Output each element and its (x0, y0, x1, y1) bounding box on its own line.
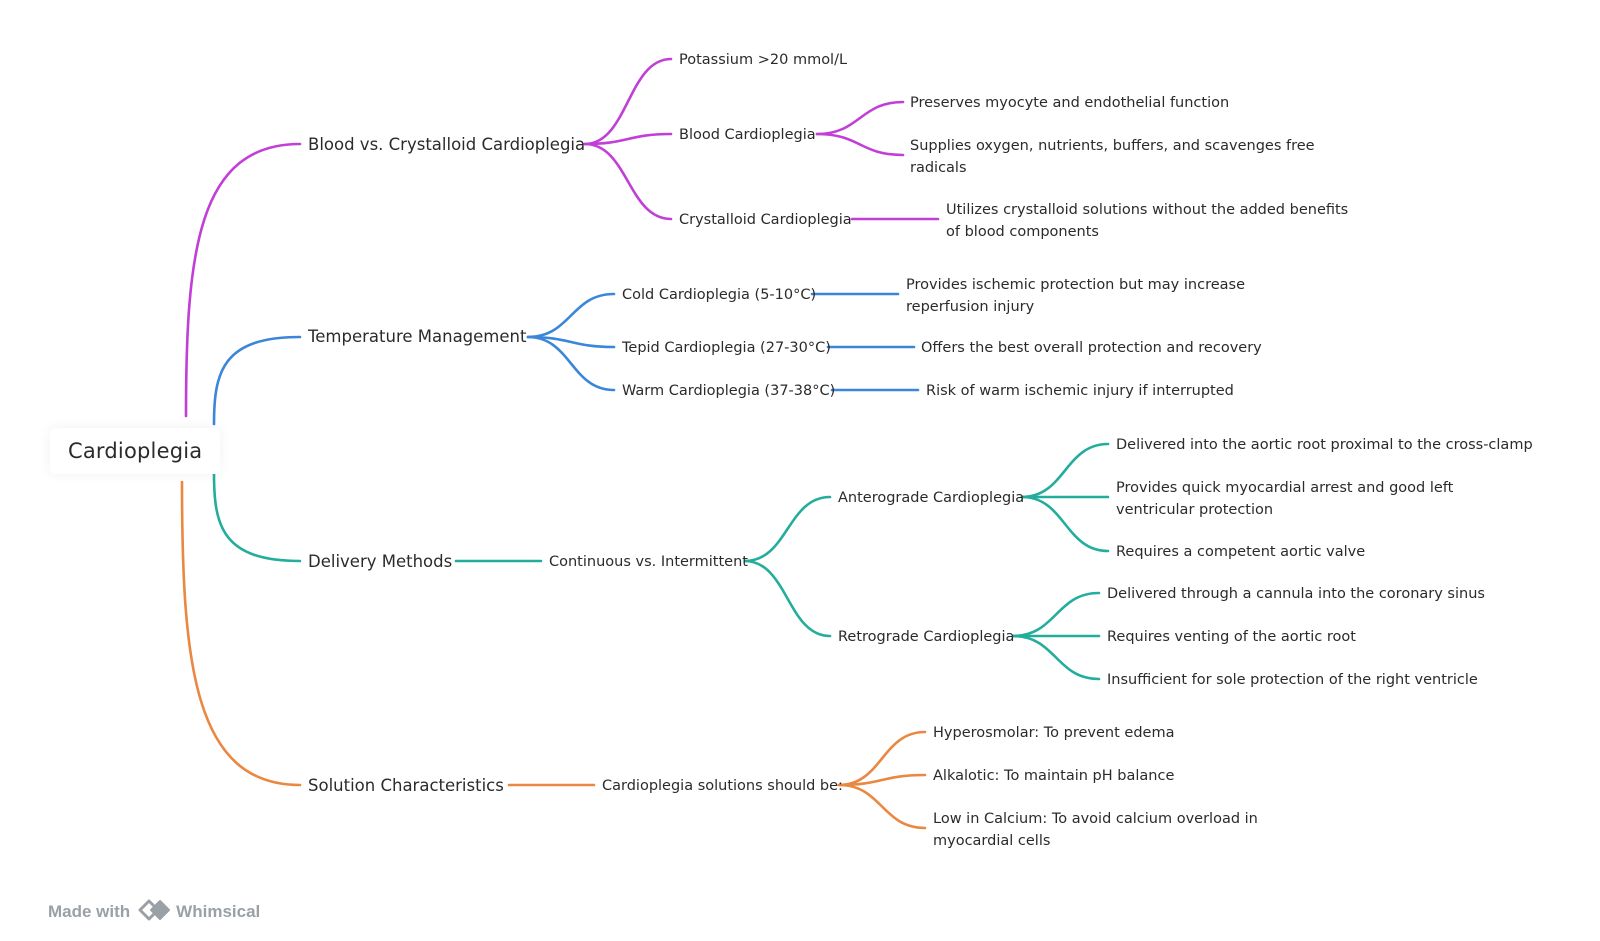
node-label: Continuous vs. Intermittent (549, 554, 748, 570)
leaf-alkalotic[interactable]: Alkalotic: To maintain pH balance (933, 765, 1174, 787)
footer-watermark[interactable]: Made with Whimsical (48, 898, 260, 926)
connector-blood-potassium (583, 57, 673, 146)
branch-blood-vs-crystalloid[interactable]: Blood vs. Crystalloid Cardioplegia (308, 134, 585, 156)
connector-antegrade-leaf3 (1020, 495, 1110, 553)
leaf-label: Offers the best overall protection and r… (921, 340, 1262, 356)
leaf-label: Risk of warm ischemic injury if interrup… (926, 383, 1234, 399)
connector-bloodcp-preserves (815, 100, 905, 136)
connector-temp-cold (526, 292, 616, 339)
branch-label: Temperature Management (308, 327, 527, 346)
node-label: Anterograde Cardioplegia (838, 490, 1025, 506)
footer-made-with: Made with (48, 902, 131, 921)
branch-temperature-management[interactable]: Temperature Management (308, 326, 526, 348)
leaf-hyperosmolar[interactable]: Hyperosmolar: To prevent edema (933, 722, 1174, 744)
leaf-label: Supplies oxygen, nutrients, buffers, and… (910, 138, 1315, 176)
leaf-retrograde-right-ventricle[interactable]: Insufficient for sole protection of the … (1107, 669, 1478, 691)
leaf-preserves-myocyte[interactable]: Preserves myocyte and endothelial functi… (910, 92, 1229, 114)
leaf-label: Delivered through a cannula into the cor… (1107, 586, 1485, 602)
connector-intro-leaf1 (837, 730, 927, 787)
connector-bloodcp-supplies (815, 132, 905, 157)
branch-label: Delivery Methods (308, 552, 453, 571)
node-label: Potassium >20 mmol/L (679, 52, 848, 68)
branch-label: Solution Characteristics (308, 776, 504, 795)
root-node-cardioplegia[interactable]: Cardioplegia (50, 428, 221, 474)
branch-delivery-methods[interactable]: Delivery Methods (308, 551, 452, 573)
leaf-supplies-oxygen[interactable]: Supplies oxygen, nutrients, buffers, and… (910, 135, 1320, 179)
node-retrograde-cardioplegia[interactable]: Retrograde Cardioplegia (838, 626, 1014, 648)
node-blood-cardioplegia[interactable]: Blood Cardioplegia (679, 124, 816, 146)
connector-root-blood (184, 142, 302, 418)
node-solutions-should-be[interactable]: Cardioplegia solutions should be: (602, 775, 843, 797)
leaf-label: Utilizes crystalloid solutions without t… (946, 202, 1349, 240)
root-label: Cardioplegia (68, 439, 203, 463)
connector-root-temperature (212, 335, 302, 426)
leaf-tepid-detail[interactable]: Offers the best overall protection and r… (921, 337, 1262, 359)
leaf-label: Provides quick myocardial arrest and goo… (1116, 480, 1454, 518)
whimsical-logo-icon (138, 898, 172, 927)
connector-temp-warm (526, 335, 616, 392)
node-label: Cardioplegia solutions should be: (602, 778, 843, 794)
connector-mode-retrograde (743, 559, 832, 638)
leaf-label: Preserves myocyte and endothelial functi… (910, 95, 1230, 111)
leaf-cold-detail[interactable]: Provides ischemic protection but may inc… (906, 274, 1246, 318)
node-label: Crystalloid Cardioplegia (679, 212, 852, 228)
connector-root-solution (180, 480, 302, 787)
connector-intro-leaf2 (837, 773, 927, 787)
connector-root-delivery (212, 472, 302, 563)
node-label: Tepid Cardioplegia (27-30°C) (622, 340, 831, 356)
connector-intro-leaf3 (837, 783, 927, 830)
node-label: Cold Cardioplegia (5-10°C) (622, 287, 817, 303)
leaf-antegrade-aortic-root[interactable]: Delivered into the aortic root proximal … (1116, 434, 1533, 456)
leaf-label: Alkalotic: To maintain pH balance (933, 768, 1175, 784)
leaf-label: Requires venting of the aortic root (1107, 629, 1356, 645)
leaf-label: Low in Calcium: To avoid calcium overloa… (933, 811, 1258, 849)
leaf-warm-detail[interactable]: Risk of warm ischemic injury if interrup… (926, 380, 1234, 402)
leaf-label: Requires a competent aortic valve (1116, 544, 1366, 560)
node-tepid-cardioplegia[interactable]: Tepid Cardioplegia (27-30°C) (622, 337, 831, 359)
branch-label: Blood vs. Crystalloid Cardioplegia (308, 135, 586, 154)
node-anterograde-cardioplegia[interactable]: Anterograde Cardioplegia (838, 487, 1024, 509)
leaf-retrograde-venting[interactable]: Requires venting of the aortic root (1107, 626, 1356, 648)
leaf-low-calcium[interactable]: Low in Calcium: To avoid calcium overloa… (933, 808, 1333, 852)
node-warm-cardioplegia[interactable]: Warm Cardioplegia (37-38°C) (622, 380, 835, 402)
leaf-label: Provides ischemic protection but may inc… (906, 277, 1245, 315)
node-label: Retrograde Cardioplegia (838, 629, 1015, 645)
leaf-label: Hyperosmolar: To prevent edema (933, 725, 1175, 741)
node-crystalloid-cardioplegia[interactable]: Crystalloid Cardioplegia (679, 209, 852, 231)
footer-brand: Whimsical (176, 902, 261, 921)
leaf-antegrade-aortic-valve[interactable]: Requires a competent aortic valve (1116, 541, 1365, 563)
leaf-label: Insufficient for sole protection of the … (1107, 672, 1478, 688)
connector-antegrade-leaf1 (1020, 442, 1110, 499)
leaf-retrograde-coronary-sinus[interactable]: Delivered through a cannula into the cor… (1107, 583, 1485, 605)
leaf-label: Delivered into the aortic root proximal … (1116, 437, 1533, 453)
branch-solution-characteristics[interactable]: Solution Characteristics (308, 775, 504, 797)
connector-blood-bloodcp (583, 132, 673, 146)
node-label: Blood Cardioplegia (679, 127, 816, 143)
node-label: Warm Cardioplegia (37-38°C) (622, 383, 836, 399)
node-continuous-vs-intermittent[interactable]: Continuous vs. Intermittent (549, 551, 748, 573)
node-potassium[interactable]: Potassium >20 mmol/L (679, 49, 847, 71)
connector-blood-crystalloid (583, 142, 673, 221)
connector-retrograde-leaf1 (1011, 591, 1101, 638)
leaf-antegrade-quick-arrest[interactable]: Provides quick myocardial arrest and goo… (1116, 477, 1461, 521)
connector-retrograde-leaf3 (1011, 634, 1101, 681)
leaf-utilizes-crystalloid[interactable]: Utilizes crystalloid solutions without t… (946, 199, 1366, 243)
connector-mode-antegrade (743, 495, 832, 563)
node-cold-cardioplegia[interactable]: Cold Cardioplegia (5-10°C) (622, 284, 816, 306)
